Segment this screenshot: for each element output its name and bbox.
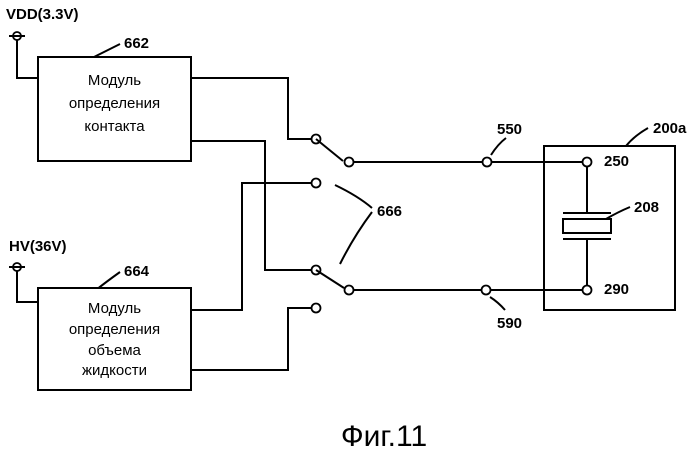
node-550-label: 550 [497, 121, 522, 138]
switch-ref: 666 [377, 203, 402, 220]
contact-module-line-2: определения [69, 95, 160, 112]
node-550 [483, 158, 492, 167]
node-590-leader [490, 297, 505, 310]
liquid-module-line-2: определения [69, 321, 160, 338]
wire-liquid-out-2 [191, 308, 312, 370]
node-550-leader [491, 138, 506, 155]
hv-label: HV(36V) [9, 238, 67, 255]
wire-contact-out-1 [191, 78, 312, 139]
wire-liquid-out-1 [191, 183, 312, 310]
upper-switch-pivot [345, 158, 354, 167]
element-ref: 208 [634, 199, 659, 216]
liquid-module: 664 Модуль определения объема жидкости [38, 263, 191, 390]
node-590 [482, 286, 491, 295]
lower-switch-blade [316, 270, 344, 288]
liquid-module-line-4: жидкости [82, 362, 147, 379]
switch-leader-upper [335, 185, 372, 208]
liquid-module-ref: 664 [124, 263, 150, 280]
wire-contact-out-2 [191, 141, 312, 270]
upper-switch-blade [316, 139, 343, 161]
hv-wire [17, 271, 38, 302]
cartridge-ref: 200a [653, 120, 687, 137]
liquid-module-line-1: Модуль [88, 300, 141, 317]
contact-module-leader [92, 44, 120, 58]
vdd-wire [17, 40, 38, 78]
switch-leader-lower [340, 212, 372, 264]
lower-switch-pivot [345, 286, 354, 295]
cartridge-leader [626, 128, 648, 146]
output-lines: 550 590 [353, 121, 583, 332]
lower-switch-contact-b [312, 304, 321, 313]
cartridge: 200a 250 208 290 [544, 120, 687, 310]
contact-module: 662 Модуль определения контакта [38, 35, 191, 161]
element-body [563, 219, 611, 233]
terminal-290-label: 290 [604, 281, 629, 298]
module-wiring [191, 78, 312, 370]
contact-module-line-1: Модуль [88, 72, 141, 89]
vdd-label: VDD(3.3V) [6, 6, 79, 23]
contact-module-line-3: контакта [84, 118, 145, 135]
terminal-250 [583, 158, 592, 167]
contact-module-ref: 662 [124, 35, 149, 52]
upper-switch-contact-b [312, 179, 321, 188]
figure-caption: Фиг.11 [341, 420, 427, 453]
liquid-module-line-3: объема [88, 342, 141, 359]
terminal-250-label: 250 [604, 153, 629, 170]
terminal-290 [583, 286, 592, 295]
node-590-label: 590 [497, 315, 522, 332]
